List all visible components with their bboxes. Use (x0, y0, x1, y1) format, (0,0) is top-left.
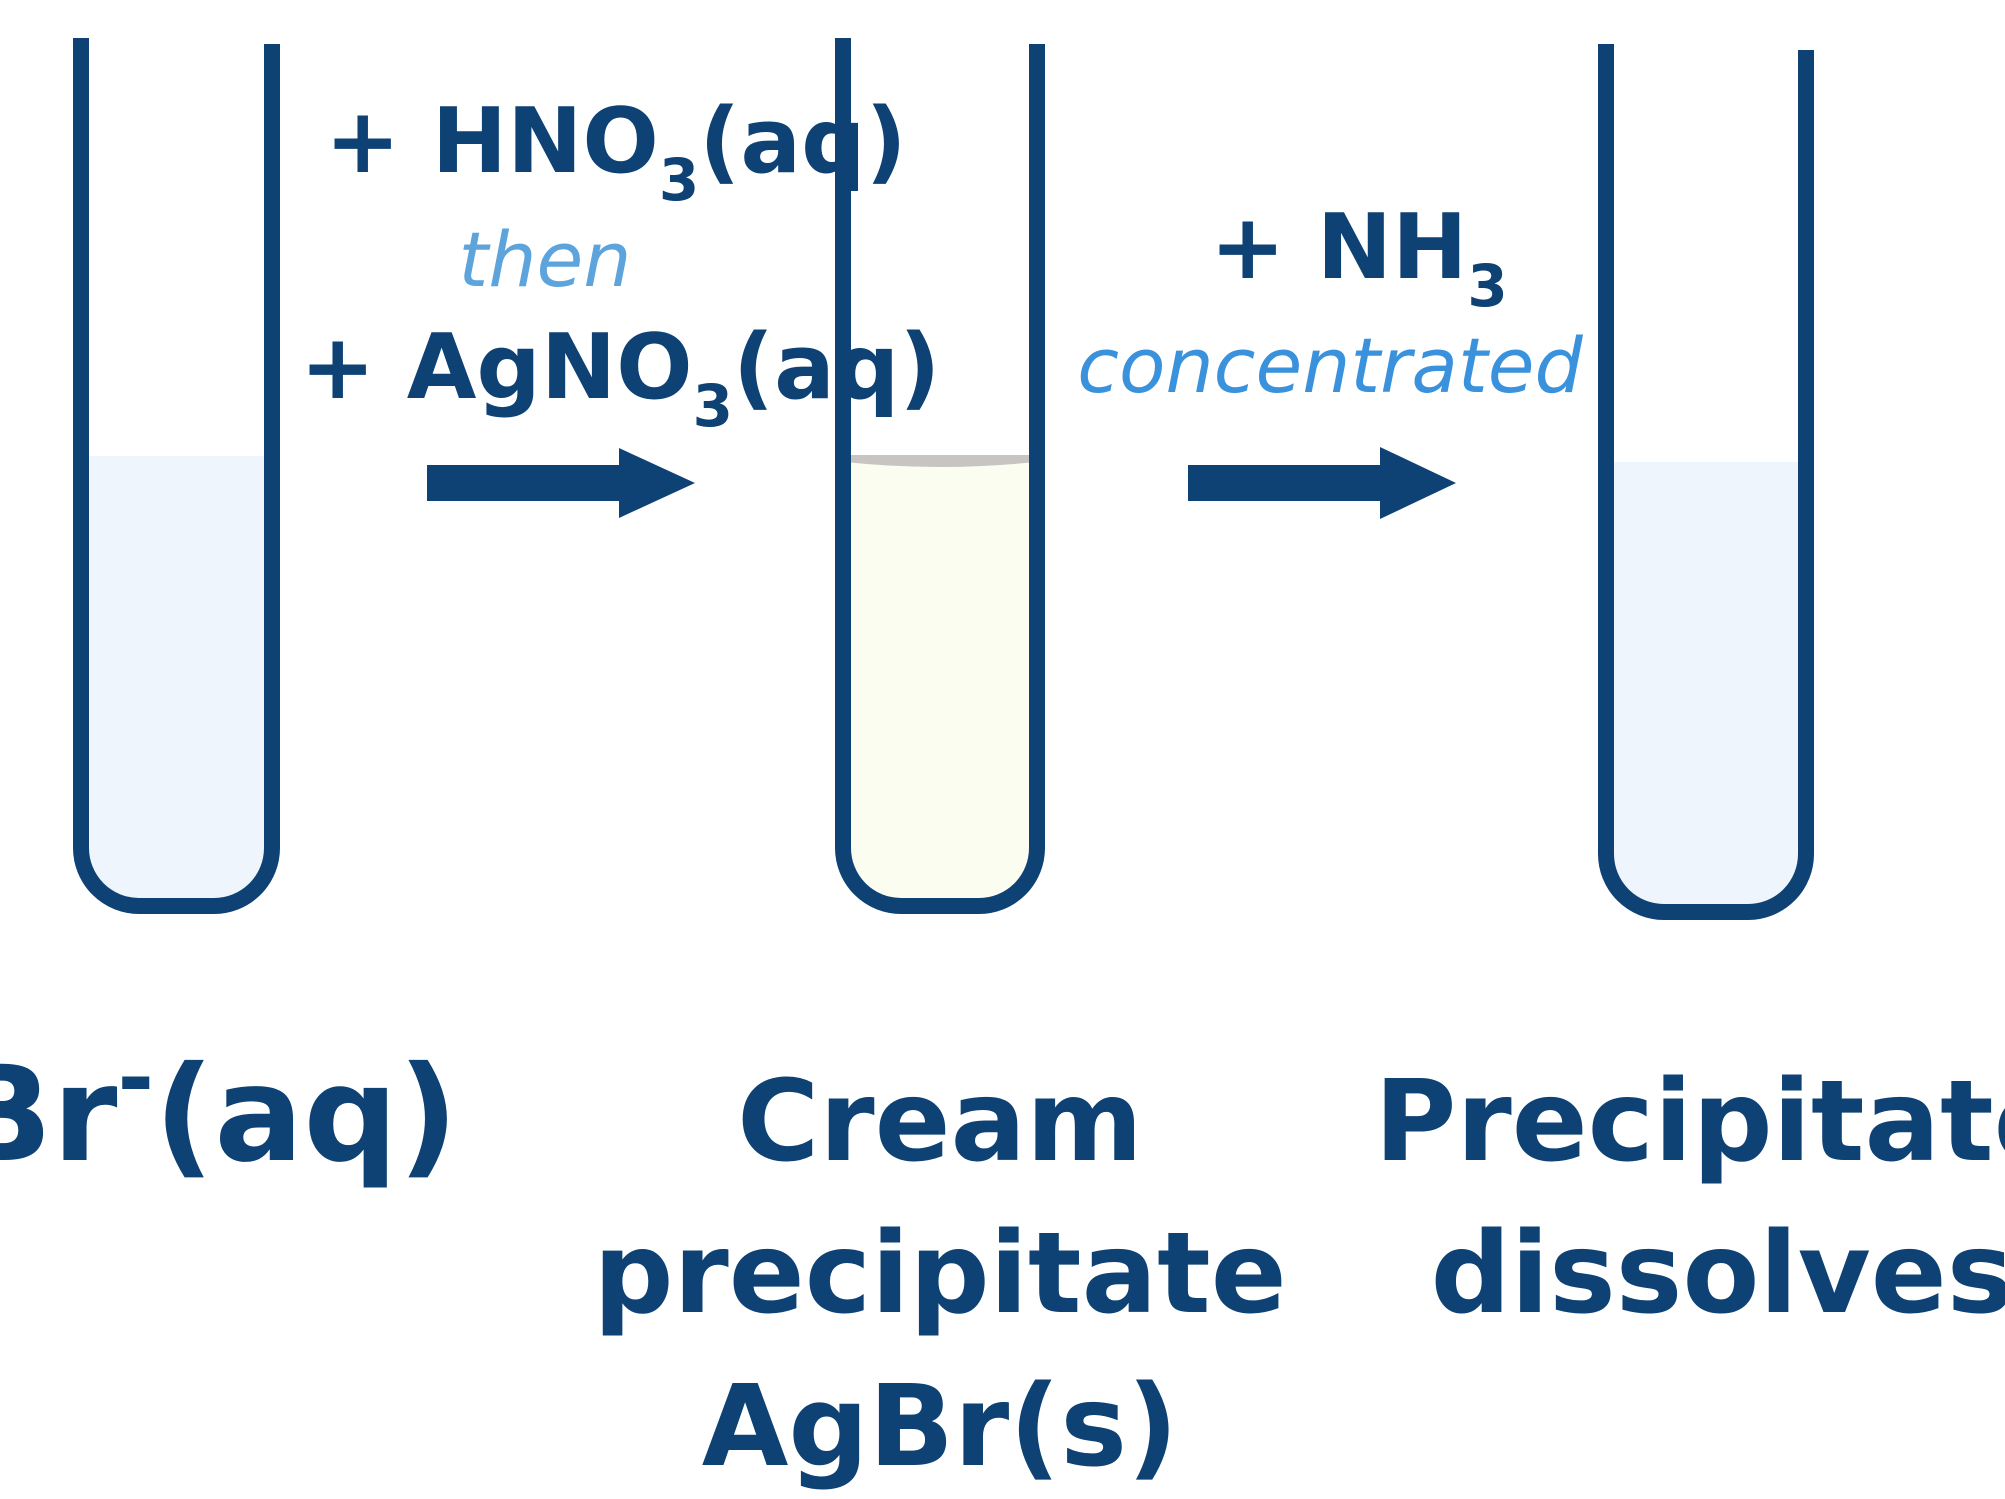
test-tube-1 (73, 38, 280, 914)
tube-2-label: Cream precipitate AgBr(s) (593, 1057, 1286, 1492)
reaction-arrow-2 (1188, 447, 1456, 519)
tube-3-liquid (1608, 462, 1804, 910)
tube-2-precipitate-surface (845, 455, 1035, 467)
reaction-arrow-1 (427, 448, 695, 518)
test-tube-3 (1598, 44, 1814, 920)
tube-2-label-line-3: AgBr(s) (702, 1362, 1179, 1492)
reagent-nh3: + NH3 (1210, 195, 1508, 320)
tube-2-glass (835, 38, 1045, 914)
tube-3-label-line-2: dissolves (1431, 1209, 2005, 1339)
tube-1-liquid (83, 456, 270, 904)
tube-2-label-line-2: precipitate (593, 1209, 1286, 1339)
tube-3-label-line-1: Precipitate (1374, 1057, 2005, 1187)
tube-3-glass (1598, 44, 1814, 920)
tube-1-glass (73, 38, 280, 914)
tube-1-label: Br-(aq) (0, 1026, 458, 1192)
qualifier-concentrated: concentrated (1077, 321, 1583, 410)
reagent-hno3: + HNO3(aq) (325, 89, 907, 214)
test-tube-2 (835, 38, 1045, 914)
connector-then: then (459, 215, 632, 304)
tube-2-precipitate (845, 456, 1035, 904)
reagent-agno3: + AgNO3(aq) (300, 315, 940, 440)
tube-2-label-line-1: Cream (737, 1057, 1143, 1187)
tube-3-label: Precipitate dissolves (1374, 1057, 2005, 1339)
